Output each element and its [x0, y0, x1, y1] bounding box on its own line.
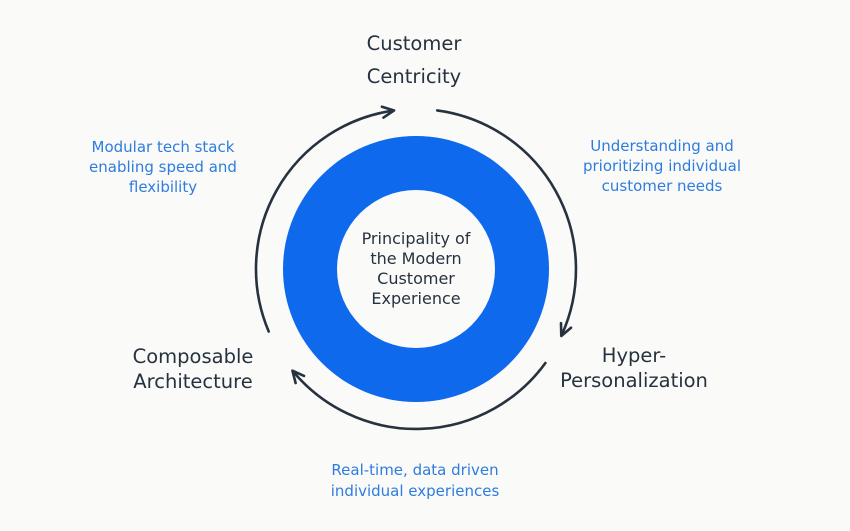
stage-label-customer-centricity: Customer Centricity [366, 32, 462, 88]
arrow-left-to-top-icon [254, 105, 396, 333]
annotation-understanding-needs: Understanding and prioritizing individua… [582, 137, 742, 195]
stage-label-composable-architecture: Composable Architecture [132, 345, 254, 393]
stage-label-hyper-personalization: Hyper- Personalization [560, 344, 708, 392]
arrow-right-to-left-icon [291, 361, 547, 431]
arrow-top-to-right-icon [435, 109, 578, 338]
donut-center: Principality of the Modern Customer Expe… [337, 190, 495, 348]
donut-ring: Principality of the Modern Customer Expe… [283, 136, 549, 402]
annotation-real-time-experiences: Real-time, data driven individual experi… [330, 461, 500, 500]
center-title: Principality of the Modern Customer Expe… [361, 229, 471, 308]
annotation-modular-tech-stack: Modular tech stack enabling speed and fl… [89, 138, 237, 196]
